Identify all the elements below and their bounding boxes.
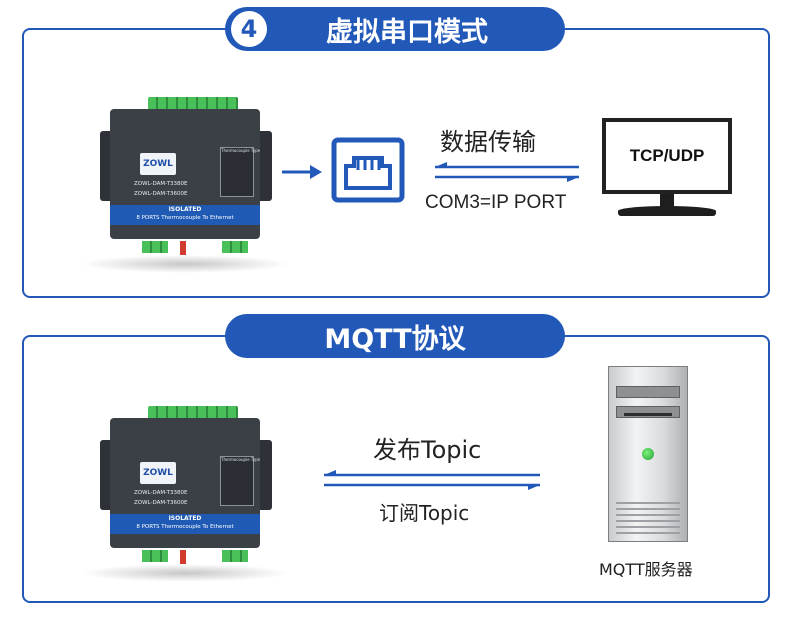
- device-terminal-bottom-left: [142, 550, 168, 562]
- device-selector-panel: Thermocouple Type: [220, 147, 261, 197]
- server-drive-bay: [616, 386, 680, 398]
- server-drive-bay: [616, 406, 680, 418]
- io-device-image: ZOWL ZOWL-DAM-T3380E ZOWL-DAM-T3600E The…: [80, 95, 290, 273]
- device-band-line2: 8 PORTS Thermocouple To Ethernet: [136, 215, 234, 221]
- monitor-screen: TCP/UDP: [602, 118, 732, 194]
- subscribe-topic-label: 订阅Topic: [379, 501, 470, 525]
- server-disk-slot: [624, 413, 672, 416]
- device-panel-label: Thermocouple Type: [221, 457, 261, 462]
- server-power-led: [642, 448, 654, 460]
- monitor-icon: TCP/UDP: [602, 118, 732, 220]
- io-device-image: ZOWL ZOWL-DAM-T3380E ZOWL-DAM-T3600E The…: [80, 404, 290, 582]
- device-model-1: ZOWL-DAM-T3380E: [134, 181, 188, 187]
- device-model-1: ZOWL-DAM-T3380E: [134, 490, 188, 496]
- device-band-line1: ISOLATED: [168, 206, 202, 213]
- device-terminal-top: [148, 97, 238, 111]
- server-tower-icon: [608, 366, 688, 542]
- publish-topic-label: 发布Topic: [373, 436, 482, 464]
- server-vent-grill: [616, 498, 680, 534]
- device-terminal-bottom-left: [142, 241, 168, 253]
- device-antenna: [180, 550, 186, 564]
- device-band-line2: 8 PORTS Thermocouple To Ethernet: [136, 524, 234, 530]
- data-transfer-label: 数据传输: [440, 128, 536, 156]
- device-terminal-bottom-right: [222, 241, 248, 253]
- device-label-band: ISOLATED 8 PORTS Thermocouple To Etherne…: [110, 205, 260, 225]
- mqtt-server-label: MQTT服务器: [599, 560, 693, 579]
- arrow-right-icon: [282, 165, 322, 179]
- monitor-base: [618, 206, 716, 216]
- monitor-neck: [660, 194, 674, 208]
- double-arrow-icon: [324, 470, 540, 490]
- ethernet-port-icon: [331, 137, 405, 203]
- double-arrow-icon: [435, 162, 579, 182]
- section-title: MQTT协议: [324, 323, 466, 355]
- device-logo: ZOWL: [140, 153, 176, 175]
- device-model-2: ZOWL-DAM-T3600E: [134, 191, 188, 197]
- device-shadow: [80, 564, 290, 582]
- device-panel-label: Thermocouple Type: [221, 148, 261, 153]
- device-model-2: ZOWL-DAM-T3600E: [134, 500, 188, 506]
- device-logo: ZOWL: [140, 462, 176, 484]
- device-band-line1: ISOLATED: [168, 515, 202, 522]
- device-antenna: [180, 241, 186, 255]
- section-title-pill-mqtt: MQTT协议: [225, 314, 565, 358]
- device-selector-panel: Thermocouple Type: [220, 456, 261, 506]
- device-shadow: [80, 255, 290, 273]
- device-label-band: ISOLATED 8 PORTS Thermocouple To Etherne…: [110, 514, 260, 534]
- section-number-badge: 4: [231, 11, 267, 47]
- device-terminal-top: [148, 406, 238, 420]
- section-title: 虚拟串口模式: [326, 16, 488, 48]
- section-title-pill-virtual-serial: 4 虚拟串口模式: [225, 7, 565, 51]
- device-terminal-bottom-right: [222, 550, 248, 562]
- com-port-label: COM3=IP PORT: [425, 192, 567, 213]
